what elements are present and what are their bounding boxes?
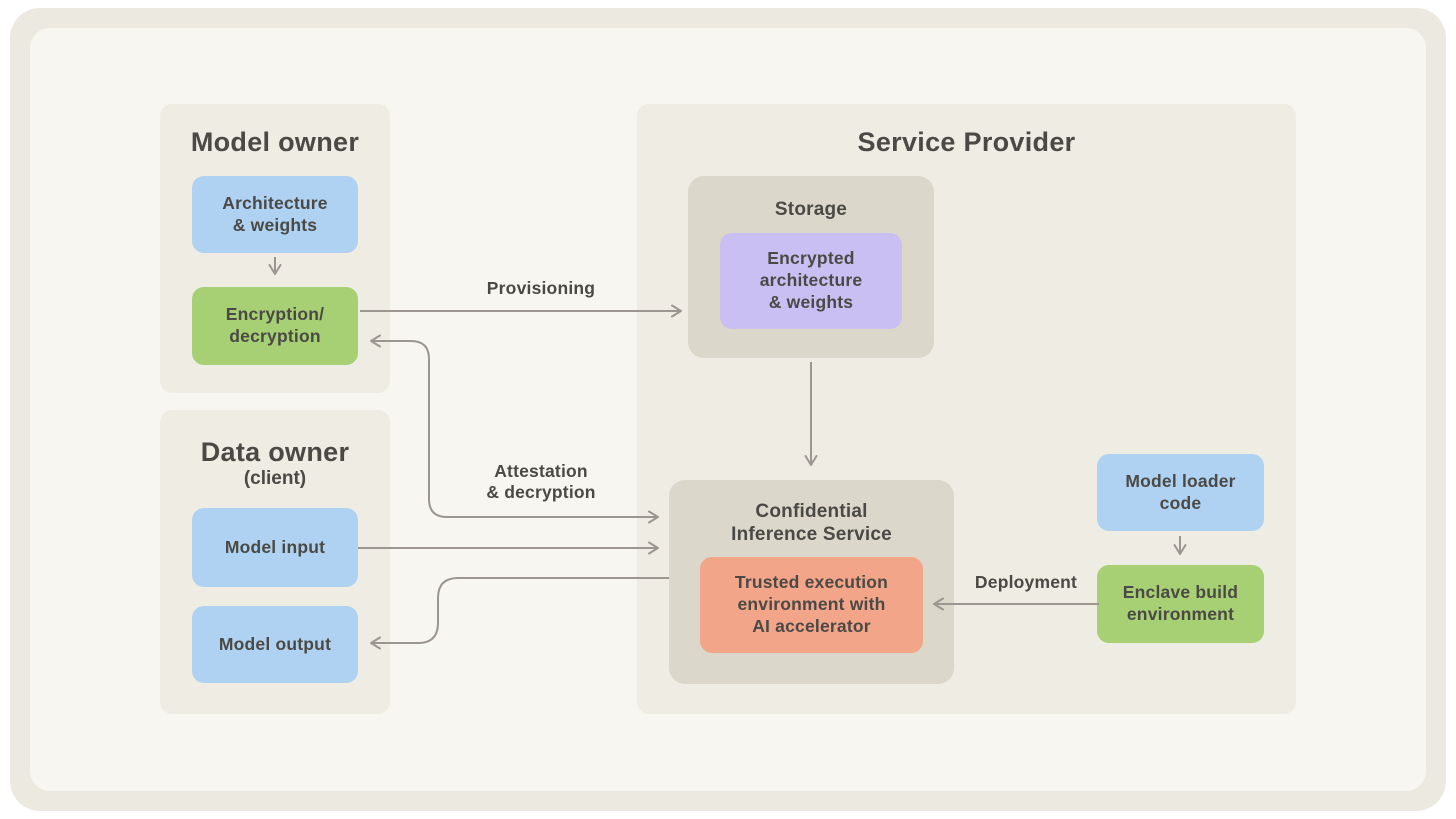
node-enclave-build-environment: Enclave build environment [1097,565,1264,643]
attestation-decryption-label: Attestation & decryption [486,461,596,502]
data-owner-title: Data owner [200,437,350,467]
data-owner-subtitle: (client) [243,468,307,489]
model-owner-title: Model owner [190,127,360,157]
node-model-input: Model input [192,508,358,587]
node-model-loader-code: Model loader code [1097,454,1264,531]
node-encryption-decryption: Encryption/ decryption [192,287,358,365]
storage-title: Storage [774,199,848,220]
provisioning-label: Provisioning [486,278,596,298]
node-model-output: Model output [192,606,358,683]
node-trusted-execution-environment: Trusted execution environment with AI ac… [700,557,923,653]
confidential-inference-service-title: Confidential Inference Service [731,501,892,545]
service-provider-title: Service Provider [857,127,1076,157]
node-encrypted-architecture-weights: Encrypted architecture & weights [720,233,902,329]
deployment-label: Deployment [974,572,1078,592]
node-architecture-weights: Architecture & weights [192,176,358,253]
